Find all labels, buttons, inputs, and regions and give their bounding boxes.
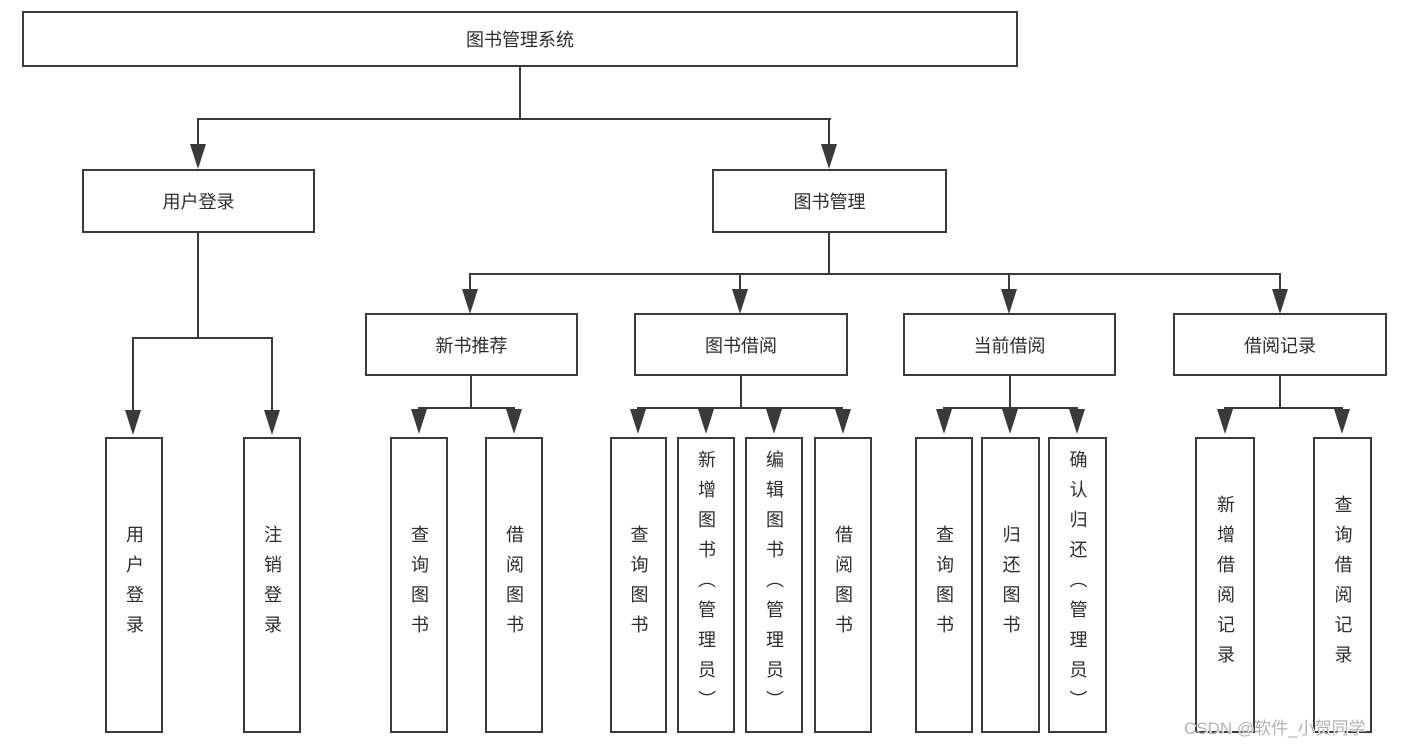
node-book-borrowing: 图书借阅 xyxy=(634,313,848,376)
edge-records-horizontal xyxy=(1224,407,1343,409)
edge-user-login-stub xyxy=(197,233,199,339)
arrow-down-icon xyxy=(264,410,280,435)
node-current-borrowing: 当前借阅 xyxy=(903,313,1116,376)
leaf-borrow-book-recommend: 借阅图书 xyxy=(485,437,543,733)
leaf-borrow-book-borrowing-label: 借阅图书 xyxy=(833,525,853,645)
edge-records-stub xyxy=(1279,376,1281,409)
edge-stem-book-mgmt xyxy=(828,118,830,148)
edge-current-horizontal xyxy=(943,407,1078,409)
csdn-watermark: CSDN @软件_小贺同学 xyxy=(1184,719,1366,738)
edge-book-mgmt-stub xyxy=(828,233,830,275)
node-book-management-label: 图书管理 xyxy=(793,192,866,212)
leaf-query-borrow-record: 查询借阅记录 xyxy=(1313,437,1372,733)
node-new-book-recommend-label: 新书推荐 xyxy=(435,335,508,356)
leaf-return-book: 归还图书 xyxy=(981,437,1040,733)
leaf-edit-book-admin: 编辑图书（管理员） xyxy=(745,437,803,733)
edge-stem-book-borrow xyxy=(739,273,741,292)
arrow-down-icon xyxy=(125,410,141,435)
node-root-label: 图书管理系统 xyxy=(466,30,574,50)
leaf-query-book-current-label: 查询图书 xyxy=(934,525,954,645)
edge-stem-leaf-logout xyxy=(271,337,273,413)
node-borrow-records: 借阅记录 xyxy=(1173,313,1387,376)
arrow-down-icon xyxy=(1217,409,1233,434)
edge-borrow-horizontal xyxy=(637,407,843,409)
edge-stem-current-borrow xyxy=(1008,273,1010,292)
leaf-add-book-admin-label: 新增图书（管理员） xyxy=(696,450,716,720)
arrow-down-icon xyxy=(1001,289,1017,314)
edge-stem-leaf-user-login xyxy=(132,337,134,413)
leaf-query-book-borrowing: 查询图书 xyxy=(610,437,667,733)
arrow-down-icon xyxy=(1002,409,1018,434)
arrow-down-icon xyxy=(698,409,714,434)
arrow-down-icon xyxy=(732,289,748,314)
leaf-query-book-borrowing-label: 查询图书 xyxy=(628,525,649,645)
arrow-down-icon xyxy=(1334,409,1350,434)
leaf-add-borrow-record: 新增借阅记录 xyxy=(1195,437,1255,733)
node-new-book-recommend: 新书推荐 xyxy=(365,313,578,376)
node-book-management: 图书管理 xyxy=(712,169,947,233)
arrow-down-icon xyxy=(766,409,782,434)
edge-level1-horizontal xyxy=(197,118,831,120)
edge-stem-new-book-rec xyxy=(469,273,471,292)
arrow-down-icon xyxy=(835,409,851,434)
edge-borrow-stub xyxy=(740,376,742,409)
leaf-return-book-label: 归还图书 xyxy=(1000,525,1021,645)
arrow-down-icon xyxy=(936,409,952,434)
arrow-down-icon xyxy=(1272,289,1288,314)
node-book-borrowing-label: 图书借阅 xyxy=(705,335,777,356)
leaf-add-borrow-record-label: 新增借阅记录 xyxy=(1215,495,1235,675)
edge-rec-stub xyxy=(470,376,472,409)
leaf-query-book-recommend-label: 查询图书 xyxy=(409,525,429,645)
leaf-add-book-admin: 新增图书（管理员） xyxy=(677,437,735,733)
node-current-borrowing-label: 当前借阅 xyxy=(973,335,1046,356)
edge-level2-horizontal xyxy=(469,273,1281,275)
edge-root-trunk xyxy=(519,66,521,119)
node-user-login-label: 用户登录 xyxy=(162,192,235,212)
leaf-query-book-recommend: 查询图书 xyxy=(390,437,448,733)
edge-current-stub xyxy=(1009,376,1011,409)
leaf-edit-book-admin-label: 编辑图书（管理员） xyxy=(764,450,784,720)
node-user-login: 用户登录 xyxy=(82,169,315,233)
leaf-borrow-book-borrowing: 借阅图书 xyxy=(814,437,872,733)
leaf-logout-label: 注销登录 xyxy=(262,525,282,645)
leaf-user-login: 用户登录 xyxy=(105,437,163,733)
leaf-user-login-label: 用户登录 xyxy=(124,525,144,645)
node-borrow-records-label: 借阅记录 xyxy=(1244,335,1316,356)
arrow-down-icon xyxy=(462,289,478,314)
leaf-confirm-return-admin-label: 确认归还（管理员） xyxy=(1067,450,1088,720)
edge-stem-user-login xyxy=(197,118,199,148)
arrow-down-icon xyxy=(506,409,522,434)
arrow-down-icon xyxy=(190,144,206,169)
leaf-confirm-return-admin: 确认归还（管理员） xyxy=(1048,437,1107,733)
leaf-query-borrow-record-label: 查询借阅记录 xyxy=(1332,495,1353,675)
edge-rec-horizontal xyxy=(418,407,515,409)
leaf-borrow-book-recommend-label: 借阅图书 xyxy=(504,525,524,645)
leaf-query-book-current: 查询图书 xyxy=(915,437,973,733)
arrow-down-icon xyxy=(411,409,427,434)
arrow-down-icon xyxy=(1069,409,1085,434)
arrow-down-icon xyxy=(821,144,837,169)
edge-user-group-horizontal xyxy=(132,337,273,339)
node-root: 图书管理系统 xyxy=(22,11,1018,67)
edge-stem-borrow-records xyxy=(1279,273,1281,292)
leaf-logout: 注销登录 xyxy=(243,437,301,733)
arrow-down-icon xyxy=(630,409,646,434)
